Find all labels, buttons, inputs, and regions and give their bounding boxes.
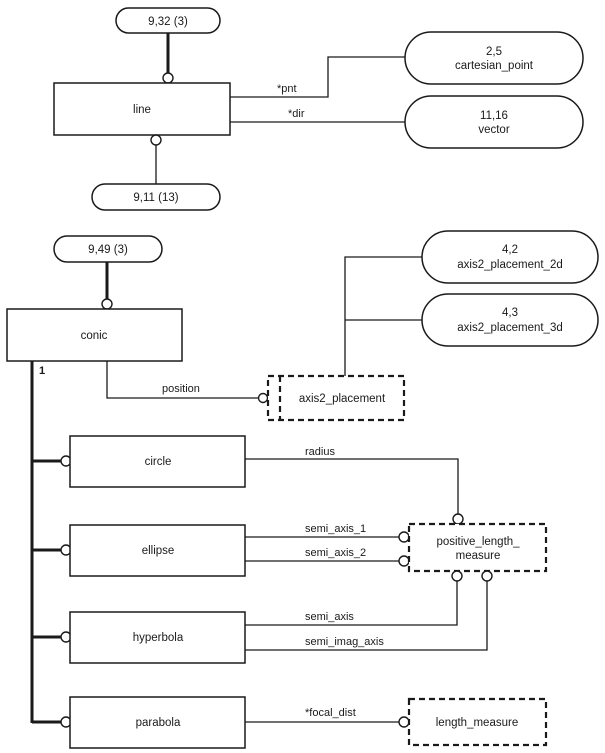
attribute-pnt-line	[230, 56, 405, 98]
ref-number: 2,5	[486, 46, 502, 58]
defined-type-positive-length-measure[interactable]: positive_length_ measure	[407, 522, 548, 573]
ref-number: 4,2	[502, 244, 518, 256]
attribute-semi-axis-label: semi_axis	[305, 611, 354, 623]
entity-label: parabola	[136, 717, 181, 729]
attribute-semi-axis-line	[245, 581, 458, 626]
entity-parabola[interactable]: parabola	[69, 696, 246, 749]
page-ref-conic-supertype: 9,49 (3)	[53, 235, 163, 263]
type-label-line-2: measure	[456, 550, 501, 562]
attribute-radius-line	[245, 458, 459, 514]
connector-circle-icon	[451, 570, 463, 582]
entity-label: line	[133, 104, 151, 116]
entity-line[interactable]: line	[53, 82, 231, 136]
page-ref-line-supertype: 9,32 (3)	[115, 7, 221, 34]
defined-type-length-measure[interactable]: length_measure	[407, 697, 548, 747]
attribute-position-label: position	[162, 383, 200, 395]
attribute-position-line	[106, 361, 259, 399]
connector-circle-icon	[398, 555, 410, 567]
entity-circle[interactable]: circle	[69, 435, 246, 488]
cardinality-label: 1	[39, 365, 45, 377]
attribute-radius-label: radius	[305, 446, 335, 458]
entity-conic[interactable]: conic	[6, 308, 183, 362]
page-ref-axis2-placement-3d[interactable]: 4,3 axis2_placement_3d	[421, 293, 599, 347]
page-ref-line-subtype: 9,11 (13)	[91, 183, 221, 211]
connector-circle-icon	[398, 716, 410, 728]
connector-circle-icon	[150, 134, 162, 146]
type-label: length_measure	[436, 717, 518, 729]
ref-name: vector	[478, 124, 509, 136]
entity-hyperbola[interactable]: hyperbola	[69, 611, 246, 664]
type-label-line-1: positive_length_	[436, 536, 520, 548]
entity-ellipse[interactable]: ellipse	[69, 524, 246, 577]
attribute-focal-dist-label: *focal_dist	[305, 707, 356, 719]
ref-name: axis2_placement_2d	[457, 259, 563, 271]
connector-circle-icon	[257, 392, 269, 404]
entity-label: circle	[145, 456, 172, 468]
ref-label: 9,11 (13)	[133, 192, 178, 204]
page-ref-cartesian-point[interactable]: 2,5 cartesian_point	[404, 31, 584, 85]
ref-label: 9,49 (3)	[88, 244, 128, 256]
connector-circle-icon	[481, 570, 493, 582]
connector-circle-icon	[162, 72, 174, 84]
ref-label: 9,32 (3)	[148, 16, 188, 28]
ref-name: cartesian_point	[455, 60, 534, 72]
connector-circle-icon	[101, 298, 113, 310]
attribute-semi-imag-axis-line	[245, 581, 488, 651]
connector-circle-icon	[452, 513, 464, 525]
page-ref-axis2-placement-2d[interactable]: 4,2 axis2_placement_2d	[421, 230, 599, 284]
attribute-semi-imag-axis-label: semi_imag_axis	[305, 636, 384, 648]
select-type-axis2-placement[interactable]: axis2_placement	[266, 374, 406, 422]
attribute-semi-axis-1-label: semi_axis_1	[305, 523, 366, 535]
entity-label: ellipse	[142, 545, 175, 557]
select-type-label: axis2_placement	[299, 393, 386, 405]
select-branch-line	[344, 256, 422, 376]
attribute-semi-axis-2-label: semi_axis_2	[305, 547, 366, 559]
ref-name: axis2_placement_3d	[457, 322, 563, 334]
attribute-dir-label: *dir	[288, 108, 305, 120]
connector-circle-icon	[398, 531, 410, 543]
entity-label: hyperbola	[133, 632, 184, 644]
ref-number: 4,3	[502, 307, 518, 319]
attribute-pnt-label: *pnt	[277, 83, 297, 95]
ref-number: 11,16	[480, 110, 508, 122]
entity-label: conic	[81, 330, 108, 342]
page-ref-vector[interactable]: 11,16 vector	[404, 95, 584, 149]
